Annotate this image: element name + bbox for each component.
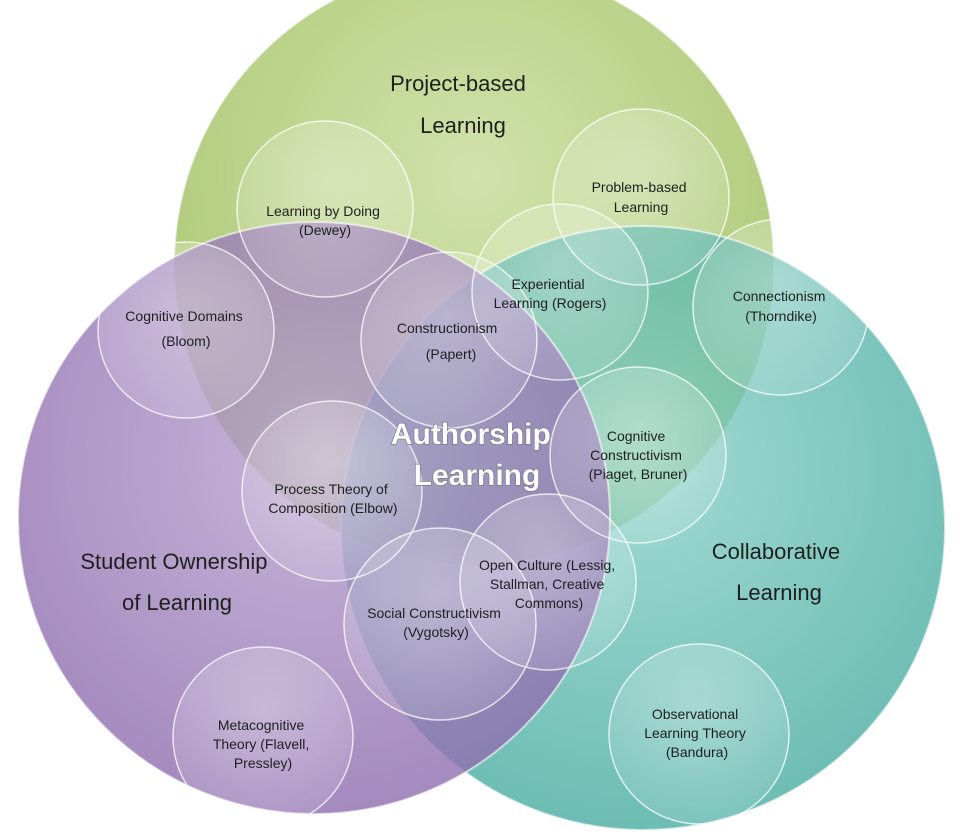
theory-label: Observational Learning Theory (Bandura) (644, 706, 750, 760)
theory-label: Metacognitive Theory (Flavell, Pressley) (213, 717, 313, 771)
collaborative-title: Collaborative Learning (712, 539, 847, 605)
student-ownership-title: Student Ownership of Learning (80, 549, 273, 615)
project-based-title: Project-based Learning (390, 71, 532, 138)
project-based-title-line2: Learning (420, 113, 506, 138)
theory-label: Open Culture (Lessig, Stallman, Creative… (479, 557, 619, 611)
theory-label: Connectionism (Thorndike) (733, 288, 830, 324)
theory-label: Cognitive Domains (Bloom) (125, 308, 246, 349)
collaborative-title-line1: Collaborative (712, 539, 840, 564)
bubble-learning-by-doing (236, 120, 414, 298)
center-label-line2: Learning (414, 459, 541, 492)
center-label: Authorship Learning (391, 418, 559, 492)
student-ownership-title-line1: Student Ownership (80, 549, 267, 574)
bubble-cognitive-constructivism (549, 366, 727, 544)
bubble-connectionism (692, 218, 870, 396)
bubble-cognitive-domains (97, 241, 275, 419)
theory-label: Cognitive Constructivism (Piaget, Bruner… (589, 428, 688, 482)
theory-label: Learning by Doing (Dewey) (266, 203, 384, 238)
project-based-title-line1: Project-based (390, 71, 526, 96)
center-label-line1: Authorship (391, 418, 551, 451)
student-ownership-title-line2: of Learning (122, 590, 232, 615)
theory-label: Constructionism (Papert) (397, 320, 501, 362)
bubble-process-theory (241, 400, 423, 582)
collaborative-title-line2: Learning (736, 580, 822, 605)
bubble-constructionism (360, 251, 538, 429)
bubble-metacognitive (172, 646, 354, 828)
theory-label: Problem-based Learning (592, 179, 691, 215)
bubble-social-constructivism (343, 527, 537, 721)
theory-label: Experiential Learning (Rogers) (494, 276, 607, 311)
theory-label: Process Theory of Composition (Elbow) (268, 481, 397, 516)
bubble-observational (608, 643, 790, 825)
theory-label: Social Constructivism (Vygotsky) (367, 605, 505, 640)
